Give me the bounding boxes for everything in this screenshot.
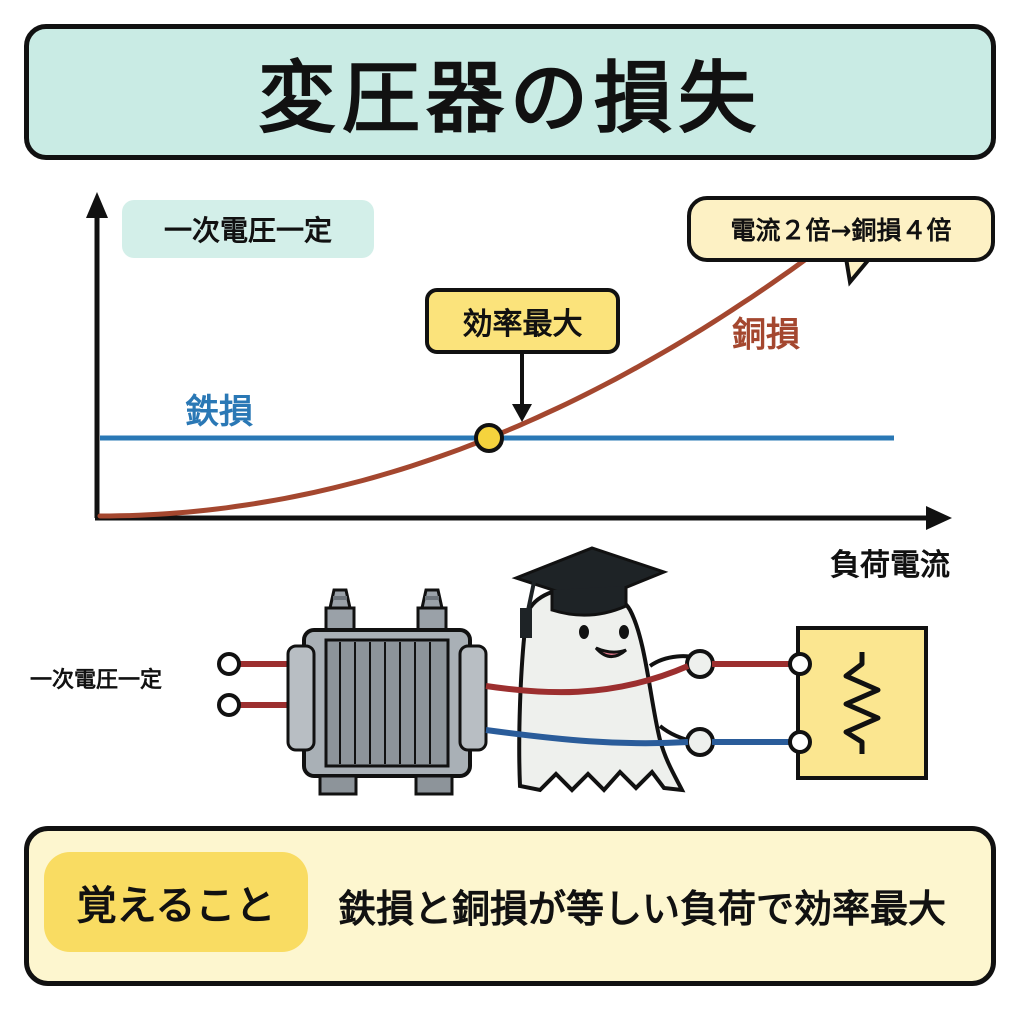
load-resistor-icon [796,626,928,780]
x-axis-arrow [926,506,952,530]
y-axis-arrow [86,192,108,218]
max-efficiency-arrowhead [512,404,532,422]
page-title: 変圧器の損失 [257,54,762,144]
primary-terminal-top [217,652,241,676]
copper-loss-label: 銅損 [732,315,800,355]
load-terminal-bottom [788,730,812,754]
load-terminal-top [788,652,812,676]
copper-loss-callout: 電流２倍→銅損４倍 [687,196,995,262]
iron-loss-label: 鉄損 [185,392,253,432]
max-efficiency-point [474,423,504,453]
secondary-wire-top [485,663,690,696]
memo-tag: 覚えること [44,852,308,952]
secondary-wire-bottom [485,727,689,747]
x-axis-label: 負荷電流 [830,548,950,583]
primary-voltage-label: 一次電圧一定 [30,668,163,693]
memo-text: 鉄損と銅損が等しい負荷で効率最大 [338,887,947,931]
max-efficiency-label: 効率最大 [425,288,620,354]
primary-terminal-bottom [217,693,241,717]
series-layer [97,201,894,519]
title-banner: 変圧器の損失 [24,24,996,160]
transformer-icon [286,588,488,796]
condition-chip: 一次電圧一定 [122,200,374,258]
